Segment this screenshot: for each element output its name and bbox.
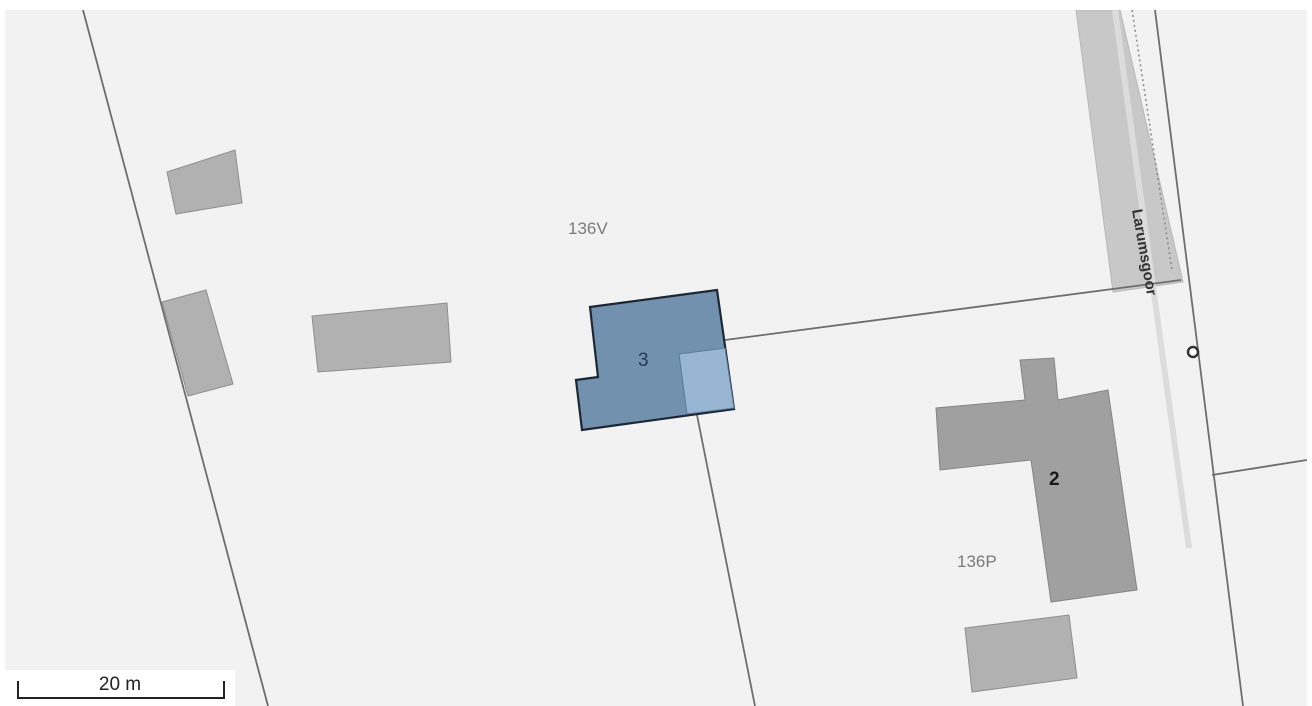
parcel-line [724,279,1182,341]
building [964,614,1078,693]
building [166,149,243,215]
scale-bar: 20 m [5,670,235,706]
road-dotted-edge [1131,10,1173,271]
parcel-line [82,10,269,706]
parcel-line [1211,459,1307,476]
parcel-line [1154,10,1244,706]
scale-bar-label: 20 m [98,674,142,695]
parcel-boundaries [82,10,1307,706]
building-2[interactable] [935,357,1138,603]
parcel-line [695,409,756,706]
parcel-label-136p: 136P [957,552,997,571]
map-canvas[interactable]: 136V 136P Larumsgoor 3 2 [5,10,1307,706]
road-larumsgoor [1075,10,1184,293]
scale-bar-line [17,681,225,699]
buildings [161,149,1138,693]
parcel-label-136v: 136V [568,219,608,238]
building [311,302,452,373]
house-number-3: 3 [638,350,649,371]
node-marker[interactable] [1186,345,1200,359]
building [161,289,234,397]
selected-building-3[interactable] [574,288,736,432]
map-viewport[interactable]: 136V 136P Larumsgoor 3 2 [5,10,1307,706]
selected-building-annex [678,347,735,415]
footpath [1112,10,1192,549]
house-number-2: 2 [1049,469,1060,490]
